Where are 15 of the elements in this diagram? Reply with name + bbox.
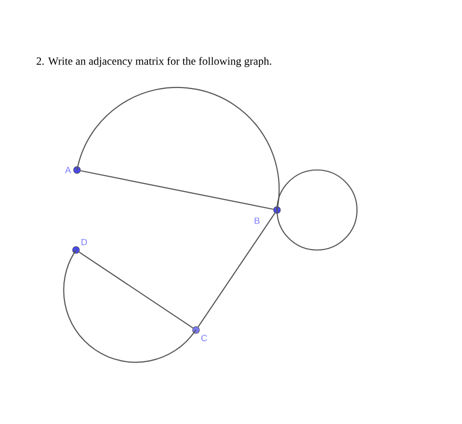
- graph-edge: [63, 250, 196, 363]
- question-text: 2. Write an adjacency matrix for the following graph.: [36, 56, 272, 68]
- graph-vertex: B: [254, 206, 281, 224]
- graph-edge: [78, 252, 194, 328]
- graph-vertex: A: [65, 166, 81, 174]
- node-label: C: [201, 334, 208, 342]
- graph-edge: [76, 87, 280, 210]
- graph-vertex: C: [192, 326, 208, 342]
- node-label: A: [65, 166, 72, 174]
- graph-edge: [276, 169, 358, 251]
- node-label: D: [82, 238, 87, 246]
- node-label: B: [254, 218, 260, 224]
- graph-edge: [80, 170, 274, 210]
- graph-vertex: D: [72, 238, 87, 254]
- graph-edge: [198, 212, 276, 328]
